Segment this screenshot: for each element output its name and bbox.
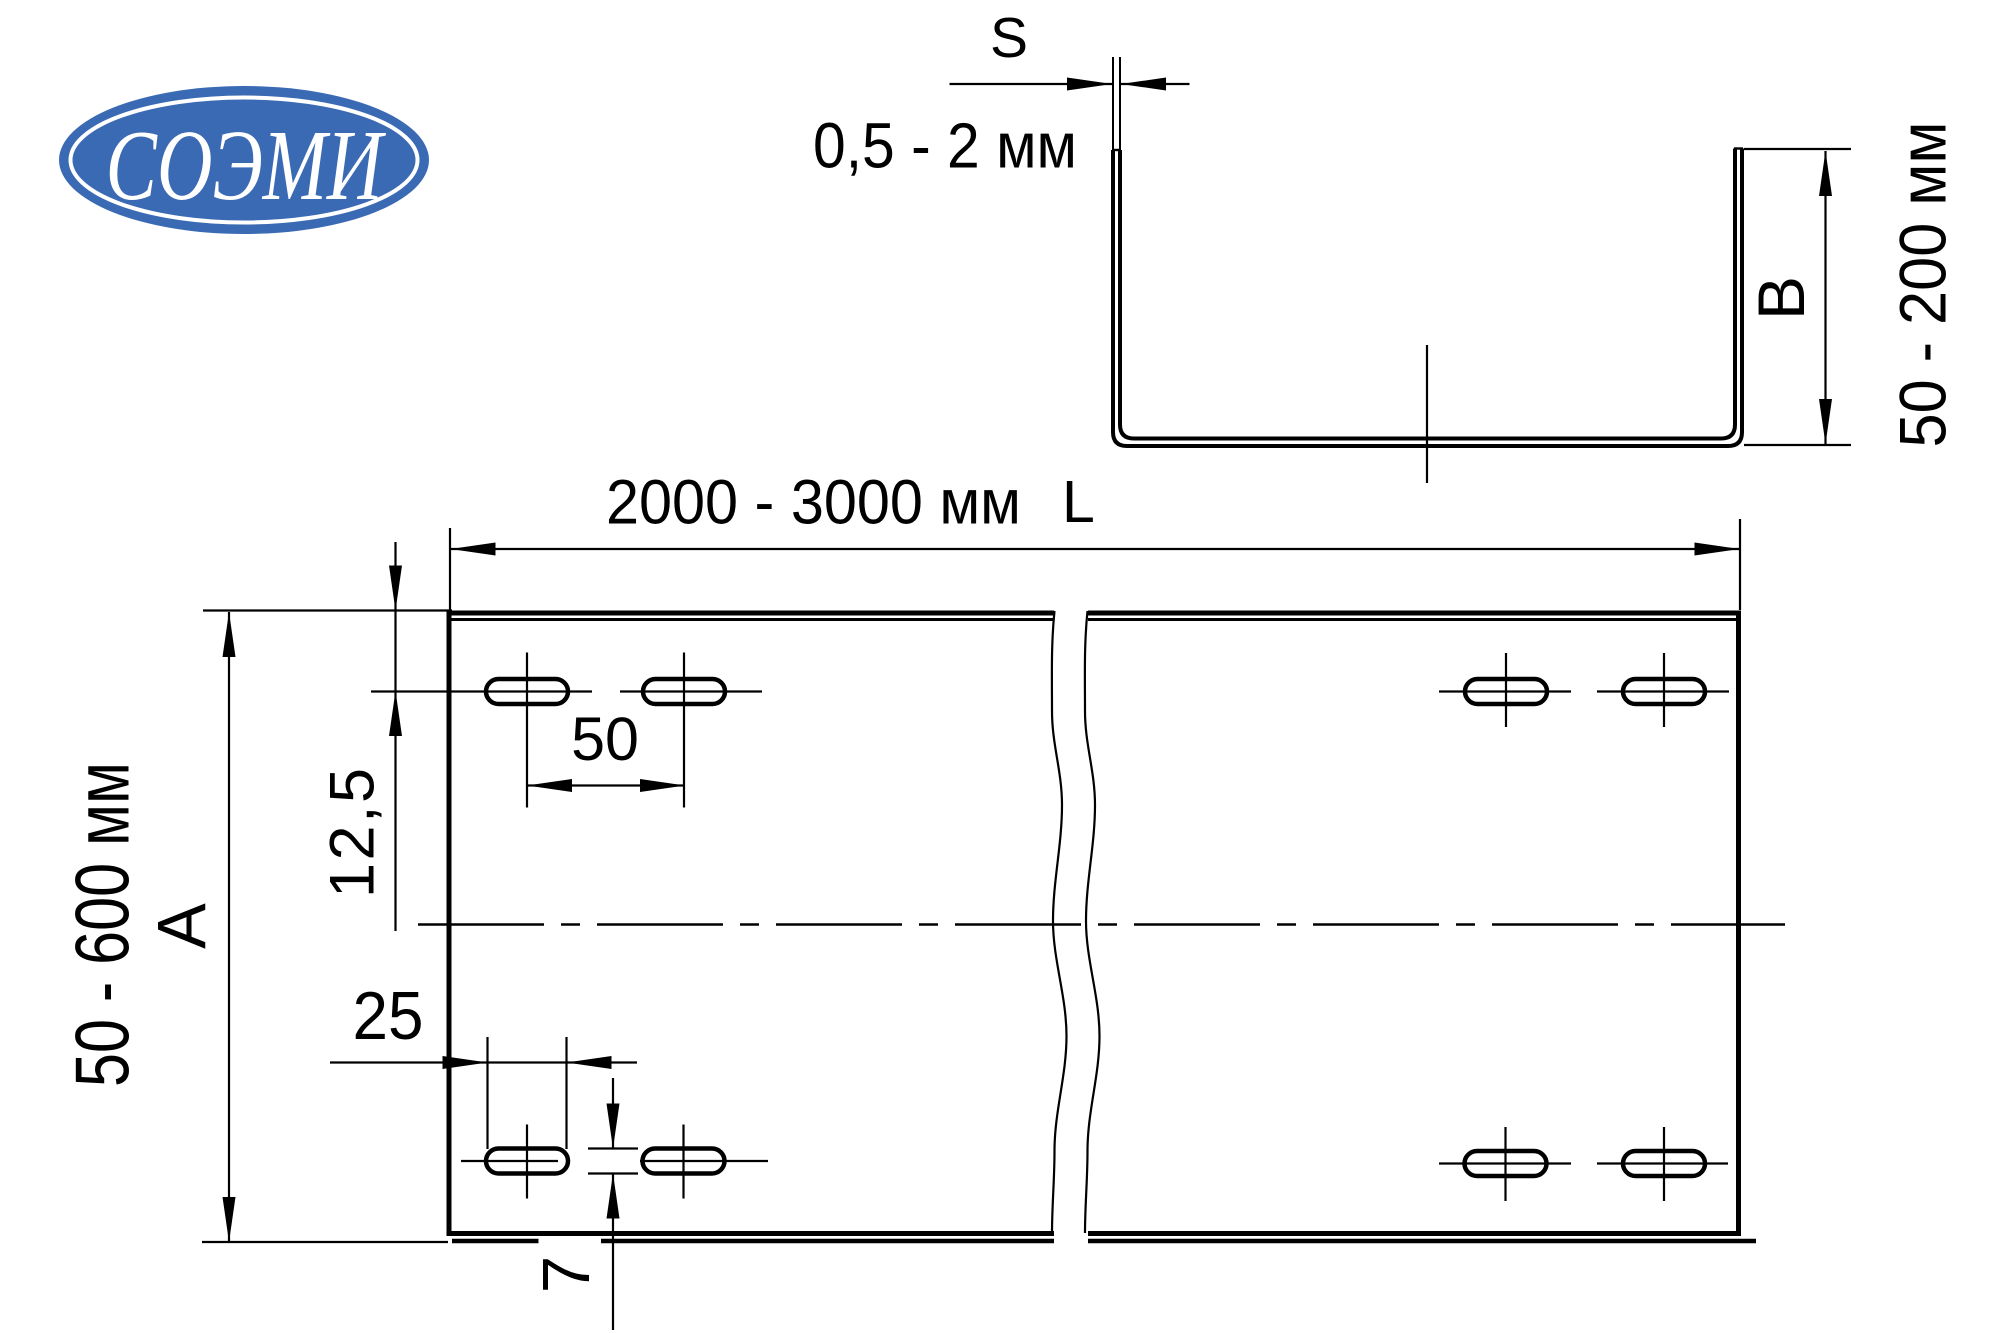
svg-text:50 - 200 мм: 50 - 200 мм: [1886, 122, 1960, 448]
svg-text:L: L: [1062, 469, 1095, 535]
svg-text:50 - 600 мм: 50 - 600 мм: [61, 762, 146, 1087]
svg-text:B: B: [1744, 276, 1818, 320]
svg-text:2000 - 3000 мм: 2000 - 3000 мм: [606, 468, 1021, 538]
svg-text:7: 7: [529, 1256, 604, 1293]
svg-text:0,5 - 2 мм: 0,5 - 2 мм: [813, 110, 1077, 182]
svg-text:S: S: [990, 6, 1028, 70]
svg-text:25: 25: [353, 978, 424, 1054]
svg-text:СОЭМИ: СОЭМИ: [106, 109, 387, 221]
svg-text:12,5: 12,5: [318, 768, 388, 898]
svg-text:A: A: [144, 903, 221, 949]
svg-text:50: 50: [571, 705, 639, 773]
